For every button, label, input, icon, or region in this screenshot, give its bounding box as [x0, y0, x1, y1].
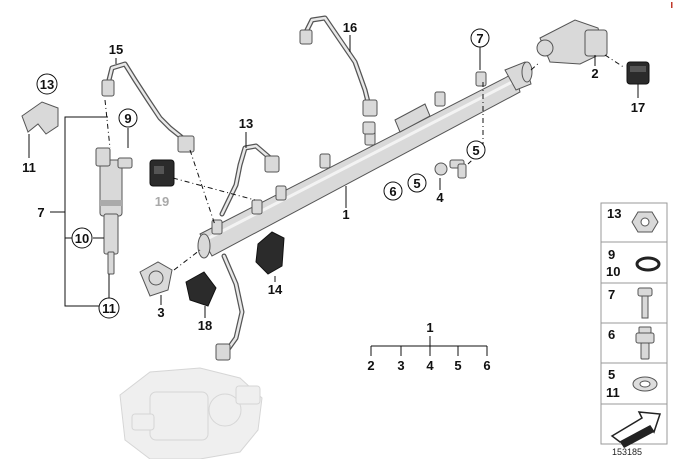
svg-text:13: 13	[40, 77, 54, 92]
tree-child-label: 6	[483, 358, 490, 373]
callout-10: 10	[71, 227, 93, 249]
legend-cell	[600, 322, 668, 364]
callout-2: 2	[591, 66, 598, 81]
bleed-screw-assembly	[434, 159, 467, 179]
legend-cell	[600, 241, 668, 284]
svg-text:7: 7	[476, 31, 483, 46]
leader-lines	[28, 35, 639, 318]
pressure-control-valve	[139, 261, 173, 297]
assembly-tree: 1 2 3 4 5 6	[367, 320, 490, 373]
feed-line-to-pump	[215, 253, 245, 361]
legend-panel: 13 9 10 7 6 5 11	[600, 202, 668, 448]
bolt-icon	[637, 287, 653, 297]
damper-sleeve	[255, 231, 285, 275]
callout-17: 16	[343, 20, 357, 35]
tree-root-label: 1	[426, 320, 433, 335]
tree-child-label: 2	[367, 358, 374, 373]
callout-20: 19	[155, 194, 169, 209]
callout-5a: 5	[466, 140, 486, 160]
legend-label: 5	[608, 367, 615, 382]
fuel-rail	[197, 61, 533, 259]
legend-label: 6	[608, 327, 615, 342]
corner-mark	[671, 2, 673, 8]
direction-arrow-shadow	[620, 426, 654, 448]
callout-16: 15	[109, 42, 123, 57]
legend-label: 13	[607, 206, 621, 221]
valve-connector	[185, 271, 217, 307]
callout-4: 4	[436, 190, 444, 205]
legend-label: 10	[606, 264, 620, 279]
svg-text:10: 10	[75, 231, 89, 246]
callout-1: 1	[342, 207, 349, 222]
legend-label: 11	[606, 385, 620, 400]
bolt-shank	[641, 295, 649, 319]
injection-line-14	[219, 143, 280, 217]
callout-labels: 1 2 3 4 7 11 13 14 15 16 17 18 19	[22, 20, 645, 333]
svg-text:5: 5	[472, 143, 479, 158]
injector-connector	[149, 159, 175, 187]
circled-callouts: 5 5 6 7 9 10 11 13	[36, 28, 490, 319]
callout-8: 7	[37, 205, 44, 220]
tree-child-label: 5	[454, 358, 461, 373]
injection-line-17	[299, 15, 378, 135]
rail-pressure-sensor	[536, 19, 608, 65]
svg-text:6: 6	[389, 184, 396, 199]
injector-clamp	[21, 101, 59, 135]
bleed-screw-icon	[638, 326, 652, 334]
o-ring-icon	[635, 256, 661, 272]
svg-text:5: 5	[413, 176, 420, 191]
callout-3: 3	[157, 305, 164, 320]
sealing-ring-bore	[639, 380, 651, 388]
callout-19: 18	[198, 318, 212, 333]
legend-label: 7	[608, 287, 615, 302]
tree-child-label: 4	[426, 358, 434, 373]
legend-cell	[600, 282, 668, 324]
sensor-connector	[626, 61, 650, 85]
callout-13: 13	[36, 73, 58, 95]
callout-5b: 5	[407, 173, 427, 193]
bleed-screw-tip	[640, 342, 650, 360]
svg-text:11: 11	[102, 301, 116, 316]
reference-number: 153185	[612, 447, 642, 457]
callout-14: 13	[239, 116, 253, 131]
hex-nut-bore	[640, 217, 650, 227]
callout-9: 9	[118, 108, 138, 128]
svg-text:9: 9	[124, 111, 131, 126]
ghost-high-pressure-pump	[119, 367, 263, 459]
callout-15: 14	[268, 282, 283, 297]
legend-label: 9	[608, 247, 615, 262]
injection-line-16	[101, 61, 195, 153]
callout-12: 11	[22, 160, 36, 175]
callout-11: 11	[98, 297, 120, 319]
callout-7: 7	[470, 28, 490, 48]
bleed-screw-body	[635, 332, 655, 344]
fuel-injector	[95, 147, 133, 275]
callout-6: 6	[383, 181, 403, 201]
callout-18: 17	[631, 100, 645, 115]
tree-child-label: 3	[397, 358, 404, 373]
